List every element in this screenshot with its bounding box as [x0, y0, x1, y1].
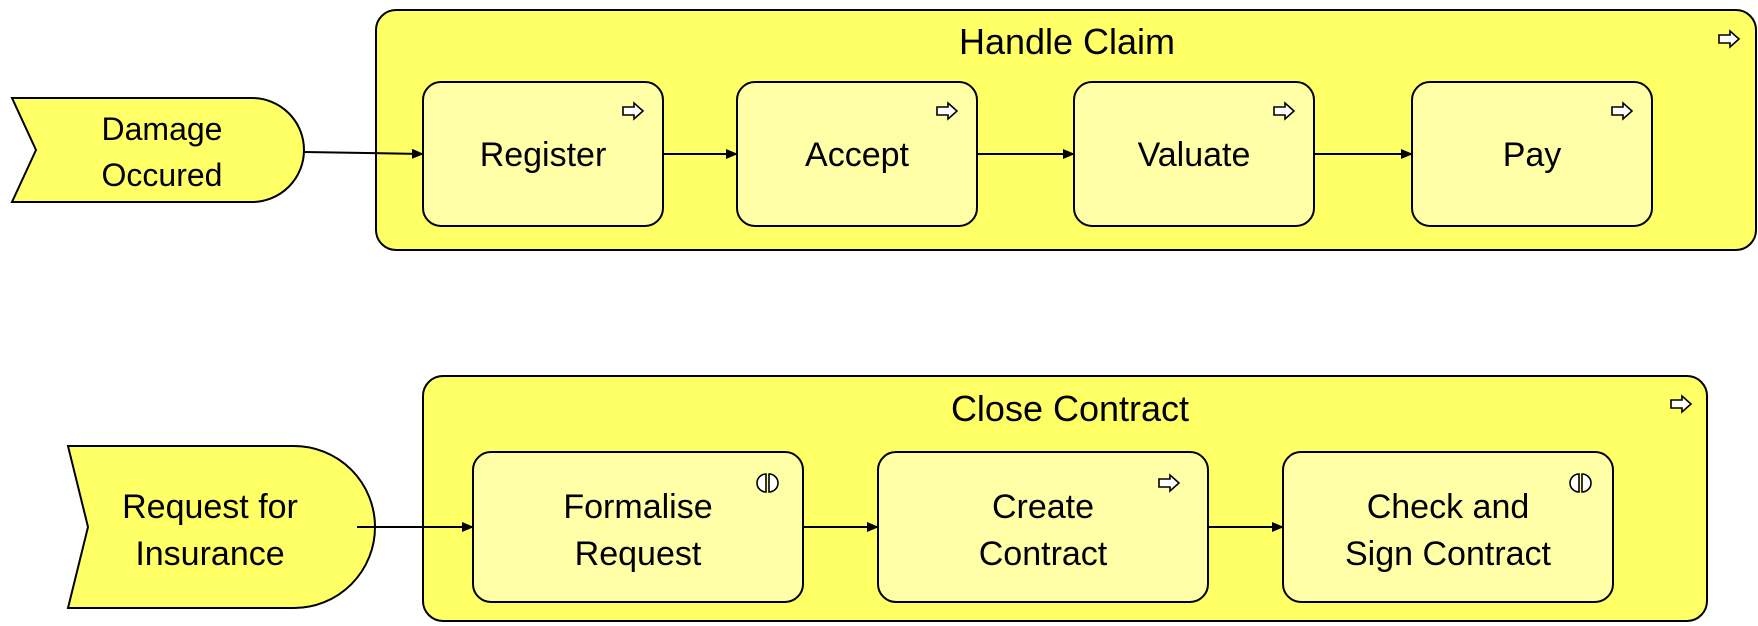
process-formalise-request[interactable]: Formalise Request [472, 451, 804, 603]
process-label-line1: Create [992, 488, 1094, 526]
diagram-close-contract: Close Contract Request for Insurance For… [66, 375, 1708, 622]
diagram-handle-claim: Handle Claim Damage Occured Register Acc… [10, 9, 1757, 251]
process-label-line1: Check and [1367, 488, 1530, 526]
process-label-line2: Contract [979, 535, 1108, 573]
event-label-line1: Damage [102, 111, 223, 147]
process-label-line2: Request [575, 535, 702, 573]
process-pay[interactable]: Pay [1411, 81, 1653, 227]
process-label: Accept [805, 136, 909, 174]
process-label: Pay [1503, 136, 1562, 174]
process-label-line1: Formalise [563, 488, 712, 526]
process-label-line2: Sign Contract [1345, 535, 1552, 573]
process-valuate[interactable]: Valuate [1073, 81, 1315, 227]
process-label: Valuate [1138, 136, 1251, 174]
event-label-line2: Insurance [135, 535, 284, 573]
process-label: Register [480, 136, 607, 174]
process-check-and-sign-contract[interactable]: Check and Sign Contract [1282, 451, 1614, 603]
process-create-contract[interactable]: Create Contract [877, 451, 1209, 603]
container-title: Handle Claim [959, 21, 1175, 62]
event-label-line1: Request for [122, 488, 298, 526]
event-label-line2: Occured [102, 157, 223, 193]
process-register[interactable]: Register [422, 81, 664, 227]
container-title: Close Contract [951, 388, 1189, 429]
process-accept[interactable]: Accept [736, 81, 978, 227]
event-damage-occured[interactable] [10, 97, 305, 203]
triggering-relation[interactable] [303, 148, 424, 159]
event-request-for-insurance[interactable] [66, 445, 376, 609]
